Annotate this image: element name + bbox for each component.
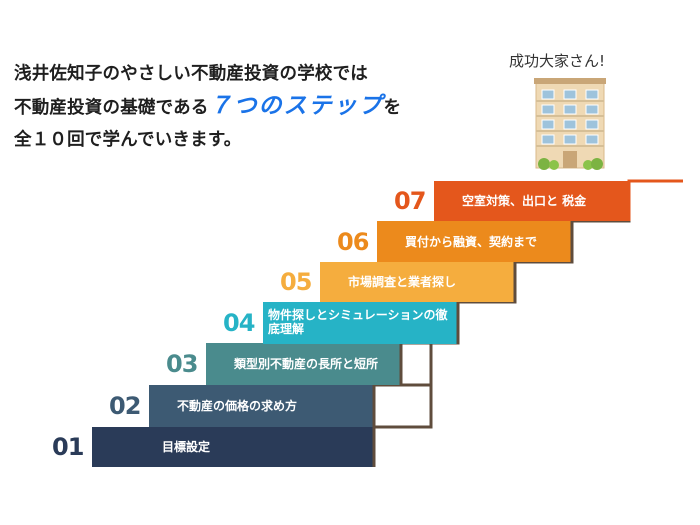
step-number-07: 07 <box>394 187 426 215</box>
step-number-05: 05 <box>280 268 312 296</box>
intro-line-3: 全１０回で学んでいきます。 <box>14 130 242 150</box>
step-bar-01 <box>92 427 374 467</box>
step-label-02: 不動産の価格の求め方 <box>177 399 298 413</box>
step-bar-03 <box>206 343 401 385</box>
step-label-06: 買付から融資、契約まで <box>405 234 538 249</box>
step-label-03: 類型別不動産の長所と短所 <box>234 357 379 371</box>
seven-steps-highlight: ７つのステップ <box>208 93 384 119</box>
intro-line-2-post: を <box>383 98 402 118</box>
apartment-building-icon <box>534 78 606 170</box>
step-number-06: 06 <box>337 227 369 256</box>
intro-line-2-pre: 不動産投資の基礎である <box>14 98 209 118</box>
success-landlord-label: 成功大家さん! <box>509 52 606 70</box>
step-number-02: 02 <box>109 392 141 420</box>
step-edge-07 <box>627 179 683 221</box>
step-bar-04 <box>263 302 458 344</box>
step-number-04: 04 <box>223 309 255 337</box>
intro-text: 浅井佐知子のやさしい不動産投資の学校では 不動産投資の基礎である７つのステップを… <box>14 58 484 156</box>
step-number-03: 03 <box>166 350 198 378</box>
intro-line-1: 浅井佐知子のやさしい不動産投資の学校では <box>14 64 368 84</box>
step-label-07: 空室対策、出口と 税金 <box>462 194 587 208</box>
step-edge-01 <box>372 385 433 467</box>
step-bar-05 <box>320 262 515 302</box>
step-bar-07 <box>434 181 629 221</box>
step-bar-06 <box>377 221 572 262</box>
step-label-01: 目標設定 <box>162 440 211 454</box>
step-number-01: 01 <box>52 433 84 461</box>
intro-line-2: 不動産投資の基礎である７つのステップを <box>14 90 484 124</box>
step-bar-02 <box>149 385 374 427</box>
step-label-04: 物件探しとシミュレーションの徹底理解 <box>268 308 448 336</box>
step-label-05: 市場調査と業者探し <box>348 275 457 289</box>
